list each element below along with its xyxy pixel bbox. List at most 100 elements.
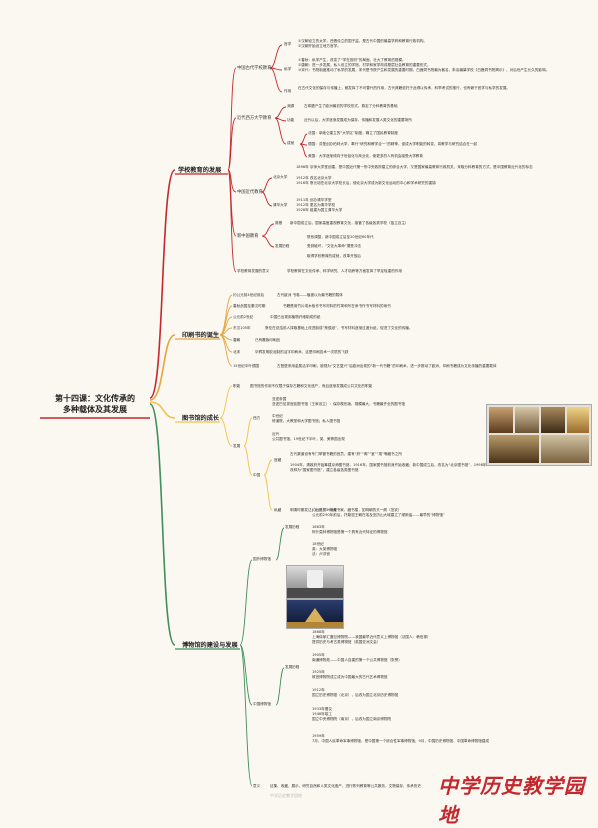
school-new-china: 新中国教育 <box>237 234 259 239</box>
trunk-connectors <box>149 169 176 646</box>
west-1-line-1: 修道院、大教堂和大学图书馆；私人图书馆 <box>272 419 341 423</box>
china-dev-label: 发展历程 <box>285 665 300 669</box>
trunk-library <box>149 401 176 419</box>
west-2-line-0: 近代 <box>272 432 280 436</box>
peking-item-0: 1898年 京师大学堂创建，是中国近代第一所中央政府建立的综合大学，又是国家最高… <box>296 165 533 169</box>
printing-label-2: 公元前2世纪 <box>233 315 254 319</box>
bottom-watermark: 中学历史教学园地 <box>270 793 302 798</box>
cm-2-line-0: 1925年 <box>312 670 325 674</box>
tsinghua-label: 清华大学 <box>273 203 288 207</box>
guanxue-text-1: ②汉朝开始设立地方官学。 <box>298 44 341 48</box>
cm-2-line-1: 故宫博物院成立成为中国最大的古代艺术博物馆 <box>312 675 388 679</box>
achieve-label: 成就 <box>287 141 295 145</box>
foreign-dev-label: 发展历程 <box>285 525 300 529</box>
foreign-1-line-0: 1683年 <box>312 525 325 529</box>
cm-3-line-0: 1912年 <box>312 688 325 692</box>
achieve-item-1: 德国：洪堡创办柏林大学，奉行“研究和教学合一”的精神，促成大学职能的转变，将教学… <box>308 142 478 146</box>
foreign-1-line-1: 阿什莫林博物馆是第一个具有近代特征的博物馆 <box>312 530 388 534</box>
sixue-text-2: ③宋代：书院制度推动了私学的发展，宋代是书院产生和发展的重要时期，白鹿洞书院最为… <box>298 68 550 72</box>
library-photo-collage <box>486 404 592 466</box>
peking-item-1: 1912年 改名北京大学 <box>296 176 332 180</box>
printing-label-3: 东汉105年 <box>233 326 251 330</box>
printing-text-3: 蔡伦在总结前人择取基础上改进制成“蔡侯纸”，书写材料逐渐过渡为纸，促进了文化的传… <box>265 326 413 330</box>
branch-library-title: 图书馆的成长 <box>182 415 220 422</box>
printing-label-6: 15世纪中叶德国 <box>233 364 260 368</box>
school-west-modern: 近代西方大学教育 <box>237 116 272 121</box>
guan-line-1: 1904年，清政府开始筹建京师图书馆，1916年，国家图书馆前身开始收藏；新中国… <box>290 463 487 472</box>
printing-text-6: 古登堡采用金属活字印刷，被视为“文艺复兴”后欧洲出现的“新一代书籍”的印刷术，进… <box>277 364 497 368</box>
library-function-label: 职能 <box>233 384 241 388</box>
printing-text-0: 古代欧洲 书卷——植被以为最书籍的载体 <box>277 293 343 297</box>
printing-label-5: 北宋 <box>233 350 241 354</box>
school-meaning-text: 学校教育在文化传承、科学研究、人才培养等方面发挥了举足轻重的作用 <box>287 269 402 273</box>
cm-0-line-2: 提供历史与考古类博物馆（英国亚洲文会） <box>312 640 381 644</box>
printing-text-1: 书籍是用竹片或木板作书写材料的竹简和写在帛书作书写材料的帛书 <box>283 304 391 308</box>
root-topic: 第十四课：文化传承的 多种载体及其发展 <box>38 393 152 415</box>
origin-text: 古希腊产生了欧洲最初的学校形式，奠定了分科教育的基础 <box>304 104 398 108</box>
cm-4-line-1: 1948年竣工 <box>312 712 332 716</box>
cm-3-line-1: 国立历史博物馆（北京），后改为国立北京历史博物馆 <box>312 693 399 697</box>
sixue-text-0: ①春秋：私学产生，改变了“学在官府”的局面，壮大了教育的规模。 <box>298 58 406 62</box>
foreign-2-line-1: 英：大英博物馆 <box>312 547 338 551</box>
branch-museum-title: 博物馆的建设与发展 <box>182 642 238 649</box>
root-title-line1: 第十四课：文化传承的 <box>55 394 135 403</box>
west-0-line-0: 亚述帝国 <box>272 397 287 401</box>
tsinghua-item-0: 1911年 创办清华学堂 <box>296 198 332 202</box>
brand-logo: 中学历史教学园地 <box>438 774 585 827</box>
printing-connectors <box>219 294 233 367</box>
museum-photo-hall <box>286 565 344 599</box>
printing-text-2: 中国已出现用植物纤维制成的纸 <box>270 315 321 319</box>
sixue-text-1: ②唐朝：进一步发展，私人设立的学馆、村学和家学构成基层社会教育的重要形式。 <box>298 63 431 67</box>
cm-4-line-0: 1933年倡议 <box>312 707 332 711</box>
library-west-label: 西方 <box>253 416 261 420</box>
tsinghua-item-2: 1928年 组建为国立清华大学 <box>296 208 343 212</box>
branch-school-title: 学校教育的发展 <box>178 167 222 174</box>
si-text: 明清时期发达，出现了一批藏书家、藏书楼，如明朝的天一阁（范钦） <box>290 508 402 512</box>
cm-5-line-0: 1959年 <box>312 734 325 738</box>
foreign-2-line-0: 18世纪 <box>312 542 324 546</box>
newchina-dev-2: 取得学校教育的成就，改革开放后 <box>307 254 361 258</box>
achieve-item-2: 美国：大学逐渐倾向于世俗化与商业化，使更多的人有机会接受大学教育 <box>308 154 423 158</box>
function-label: 功能 <box>287 118 295 122</box>
cm-0-line-0: 1868年 <box>312 630 325 634</box>
library-dev-label: 发展 <box>233 444 241 448</box>
school-china-ancient: 中国古代学校教育 <box>237 66 272 71</box>
newchina-dev-0: 院系调整，新中国成立后至20世纪60年代 <box>307 235 374 239</box>
library-function-text: 图书馆的作用不仅限于保存古籍和文化遗产，而且逐渐发展成公共文化的职能 <box>250 384 373 388</box>
trunk-museum <box>149 403 176 646</box>
lay-label: 奠基 <box>275 221 283 225</box>
cm-4-line-2: 国立中央博物院（南京），后改为国立南京博物院 <box>312 717 392 721</box>
foreign-2-line-2: 法：卢浮宫 <box>312 552 330 556</box>
museum-china-label: 中国博物馆 <box>253 702 271 706</box>
function-text: 近代以后，大学逐渐发展成为保存、传播和发展人类文化的重要场所 <box>304 118 412 122</box>
museum-meaning-label: 意义 <box>253 784 261 788</box>
west-2-line-1: 公共图书馆、19世纪下半叶，英、美等国出现 <box>272 437 345 441</box>
guan-line-0: 古代渠道设有专门掌管书籍的官员，建有“府”“阁”“室”“观”等藏书之所 <box>290 452 402 456</box>
west-1-line-0: 中世纪 <box>272 414 283 418</box>
cm-1-line-0: 1905年 <box>312 653 325 657</box>
west-0-line-1: 亚述巴尼拔宫廷图书馆（王家设立）：保存楔形版、规模最大，书籍最齐全的图书馆 <box>272 402 405 406</box>
library-si-label: 私藏 <box>274 508 282 512</box>
foreign-0-line-0: 约公元前290年 <box>312 508 337 512</box>
mind-map-canvas <box>40 44 308 787</box>
dev-label: 发展历程 <box>275 244 290 248</box>
tsinghua-item-1: 1912年 更名为清华学校 <box>296 203 336 207</box>
museum-photo-louvre <box>286 599 344 629</box>
cm-0-line-1: 上海徐家汇震旦博物院——我国最早近代意义上博物馆（法国人：韩伯禄） <box>312 635 431 639</box>
library-guan-label: 官藏 <box>274 458 282 462</box>
peking-item-2: 1916年 蔡元培任北京大学校长后，使北京大学成为新文化运动的中心和学术研究的重… <box>296 181 436 185</box>
newchina-dev-1: 受到破坏，“文化大革命”遭受冲击 <box>307 244 362 248</box>
trunk-printing <box>149 334 176 401</box>
printing-text-4: 已有雕版印刷品 <box>255 338 281 342</box>
library-china-label: 中国 <box>253 473 261 477</box>
museum-foreign-label: 国外博物馆 <box>253 557 271 561</box>
school-connectors <box>227 44 308 273</box>
cm-1-line-1: 南通博物苑——中国人自建的第一个公共博物馆（张謇） <box>312 658 402 662</box>
printing-label-4: 唐朝 <box>233 338 241 342</box>
peking-label: 北京大学 <box>273 175 288 179</box>
printing-label-1: 春秋战国至秦汉时期 <box>233 304 266 308</box>
museum-connectors <box>239 527 285 787</box>
foreign-0-line-1: 公元前290年前后，托勒密王朝在埃及亚历山大城建立了缪斯庙——最早的“博物馆” <box>312 513 445 517</box>
guanxue-text-0: ①汉朝设立的太学，西晋设立的国子监，是古代中国的最高学府和教育行政机构。 <box>298 39 428 43</box>
lay-text: 新中国成立后，国家高度重视教育文化，接管了各级各类学校（独立自主） <box>290 221 409 225</box>
